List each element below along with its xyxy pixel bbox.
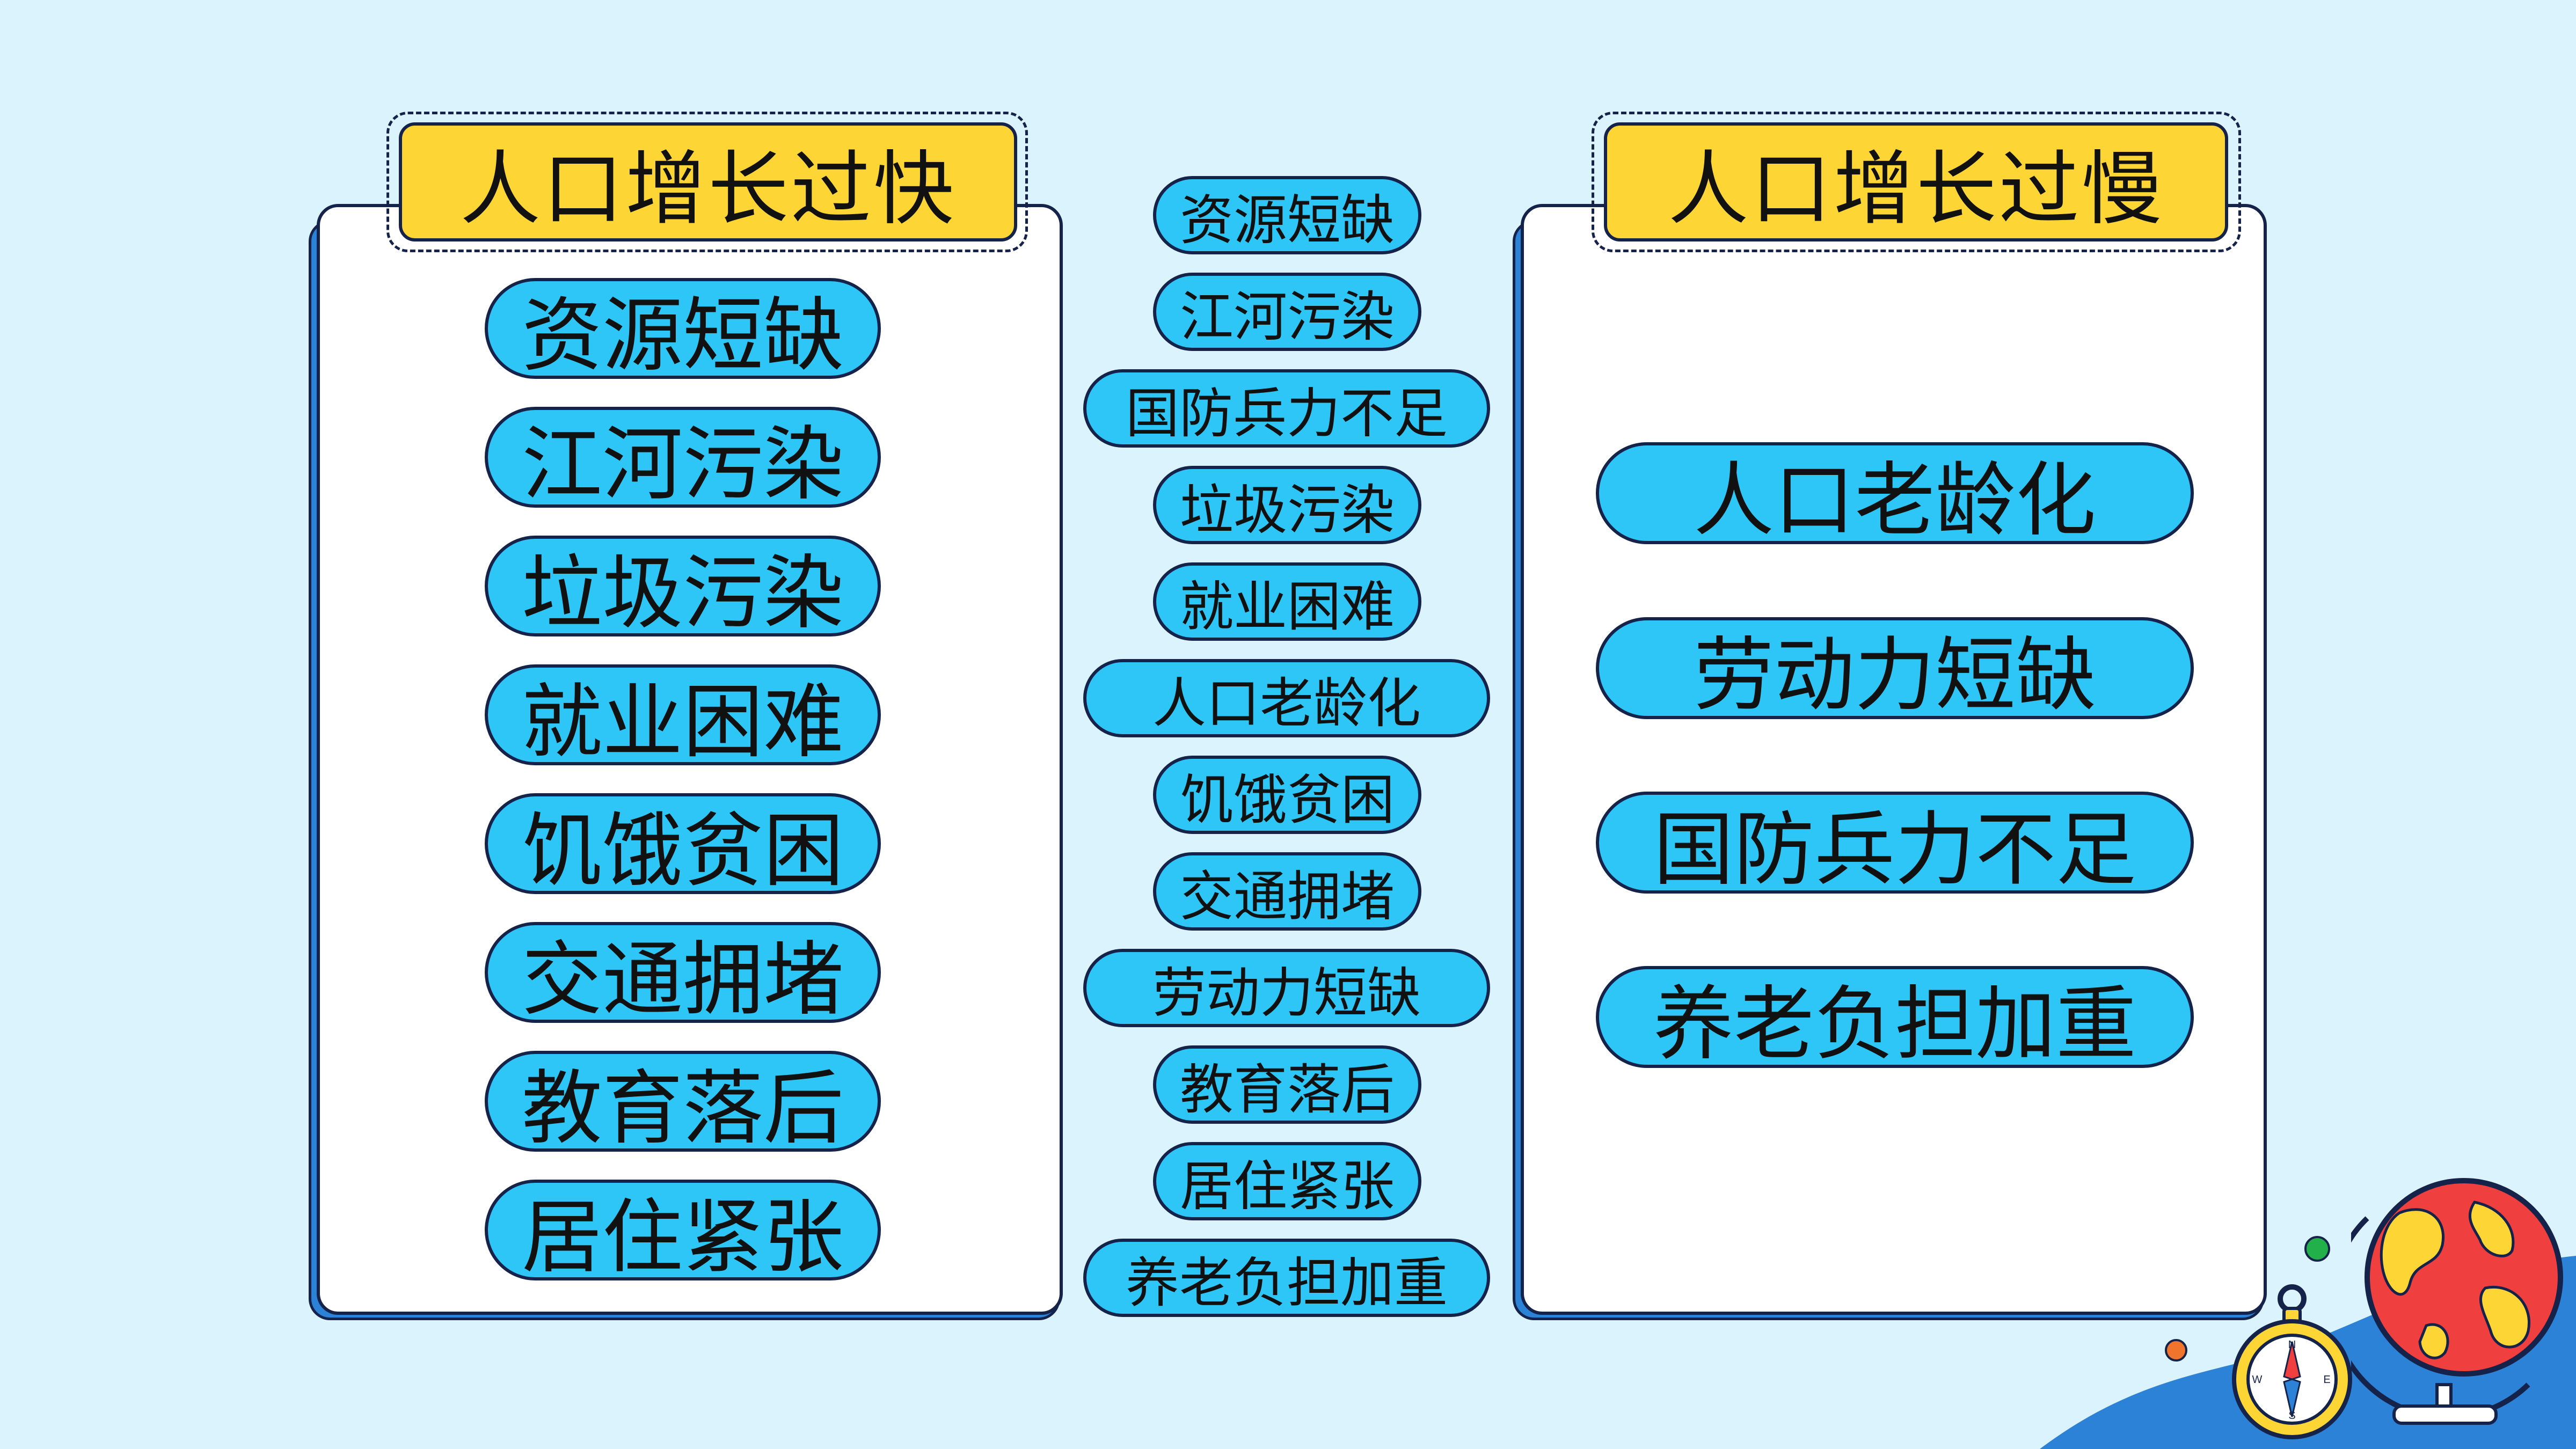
- left-item: 居住紧张: [485, 1180, 881, 1284]
- left-item: 资源短缺: [485, 278, 881, 383]
- middle-item: 垃圾污染: [1153, 466, 1421, 544]
- decor-dot-orange: [2165, 1339, 2187, 1362]
- middle-item: 居住紧张: [1153, 1142, 1421, 1220]
- right-panel: [1521, 204, 2267, 1315]
- compass-w-label: W: [2252, 1374, 2263, 1386]
- decor-dot-green: [2304, 1236, 2330, 1262]
- compass-s-label: S: [2288, 1410, 2295, 1422]
- globe-icon: [2351, 1178, 2563, 1425]
- compass-n-label: N: [2288, 1339, 2296, 1351]
- middle-item: 国防兵力不足: [1083, 369, 1490, 448]
- left-title-tab: 人口增长过快: [399, 122, 1017, 241]
- middle-item: 教育落后: [1153, 1045, 1421, 1124]
- left-item: 就业困难: [485, 664, 881, 769]
- right-item: 国防兵力不足: [1596, 792, 2194, 897]
- right-item: 人口老龄化: [1596, 442, 2194, 547]
- left-item: 教育落后: [485, 1051, 881, 1155]
- left-title-dash: [386, 112, 1028, 252]
- middle-item: 饥饿贫困: [1153, 756, 1421, 834]
- right-item: 养老负担加重: [1596, 966, 2194, 1071]
- middle-item: 人口老龄化: [1083, 659, 1490, 737]
- right-title-dash: [1592, 112, 2241, 252]
- middle-item: 就业困难: [1153, 562, 1421, 641]
- left-item: 垃圾污染: [485, 536, 881, 640]
- left-item: 江河污染: [485, 407, 881, 511]
- middle-item: 劳动力短缺: [1083, 949, 1490, 1027]
- compass-icon: N E S W: [2232, 1284, 2352, 1439]
- left-item: 交通拥堵: [485, 922, 881, 1027]
- middle-item: 养老负担加重: [1083, 1239, 1490, 1317]
- middle-item: 交通拥堵: [1153, 852, 1421, 931]
- middle-item: 资源短缺: [1153, 176, 1421, 254]
- middle-item: 江河污染: [1153, 273, 1421, 351]
- compass-e-label: E: [2323, 1374, 2330, 1386]
- right-item: 劳动力短缺: [1596, 617, 2194, 722]
- left-item: 饥饿贫困: [485, 793, 881, 898]
- right-title-tab: 人口增长过慢: [1604, 122, 2228, 241]
- left-title: 人口增长过快: [459, 142, 956, 236]
- right-title: 人口增长过慢: [1668, 142, 2164, 236]
